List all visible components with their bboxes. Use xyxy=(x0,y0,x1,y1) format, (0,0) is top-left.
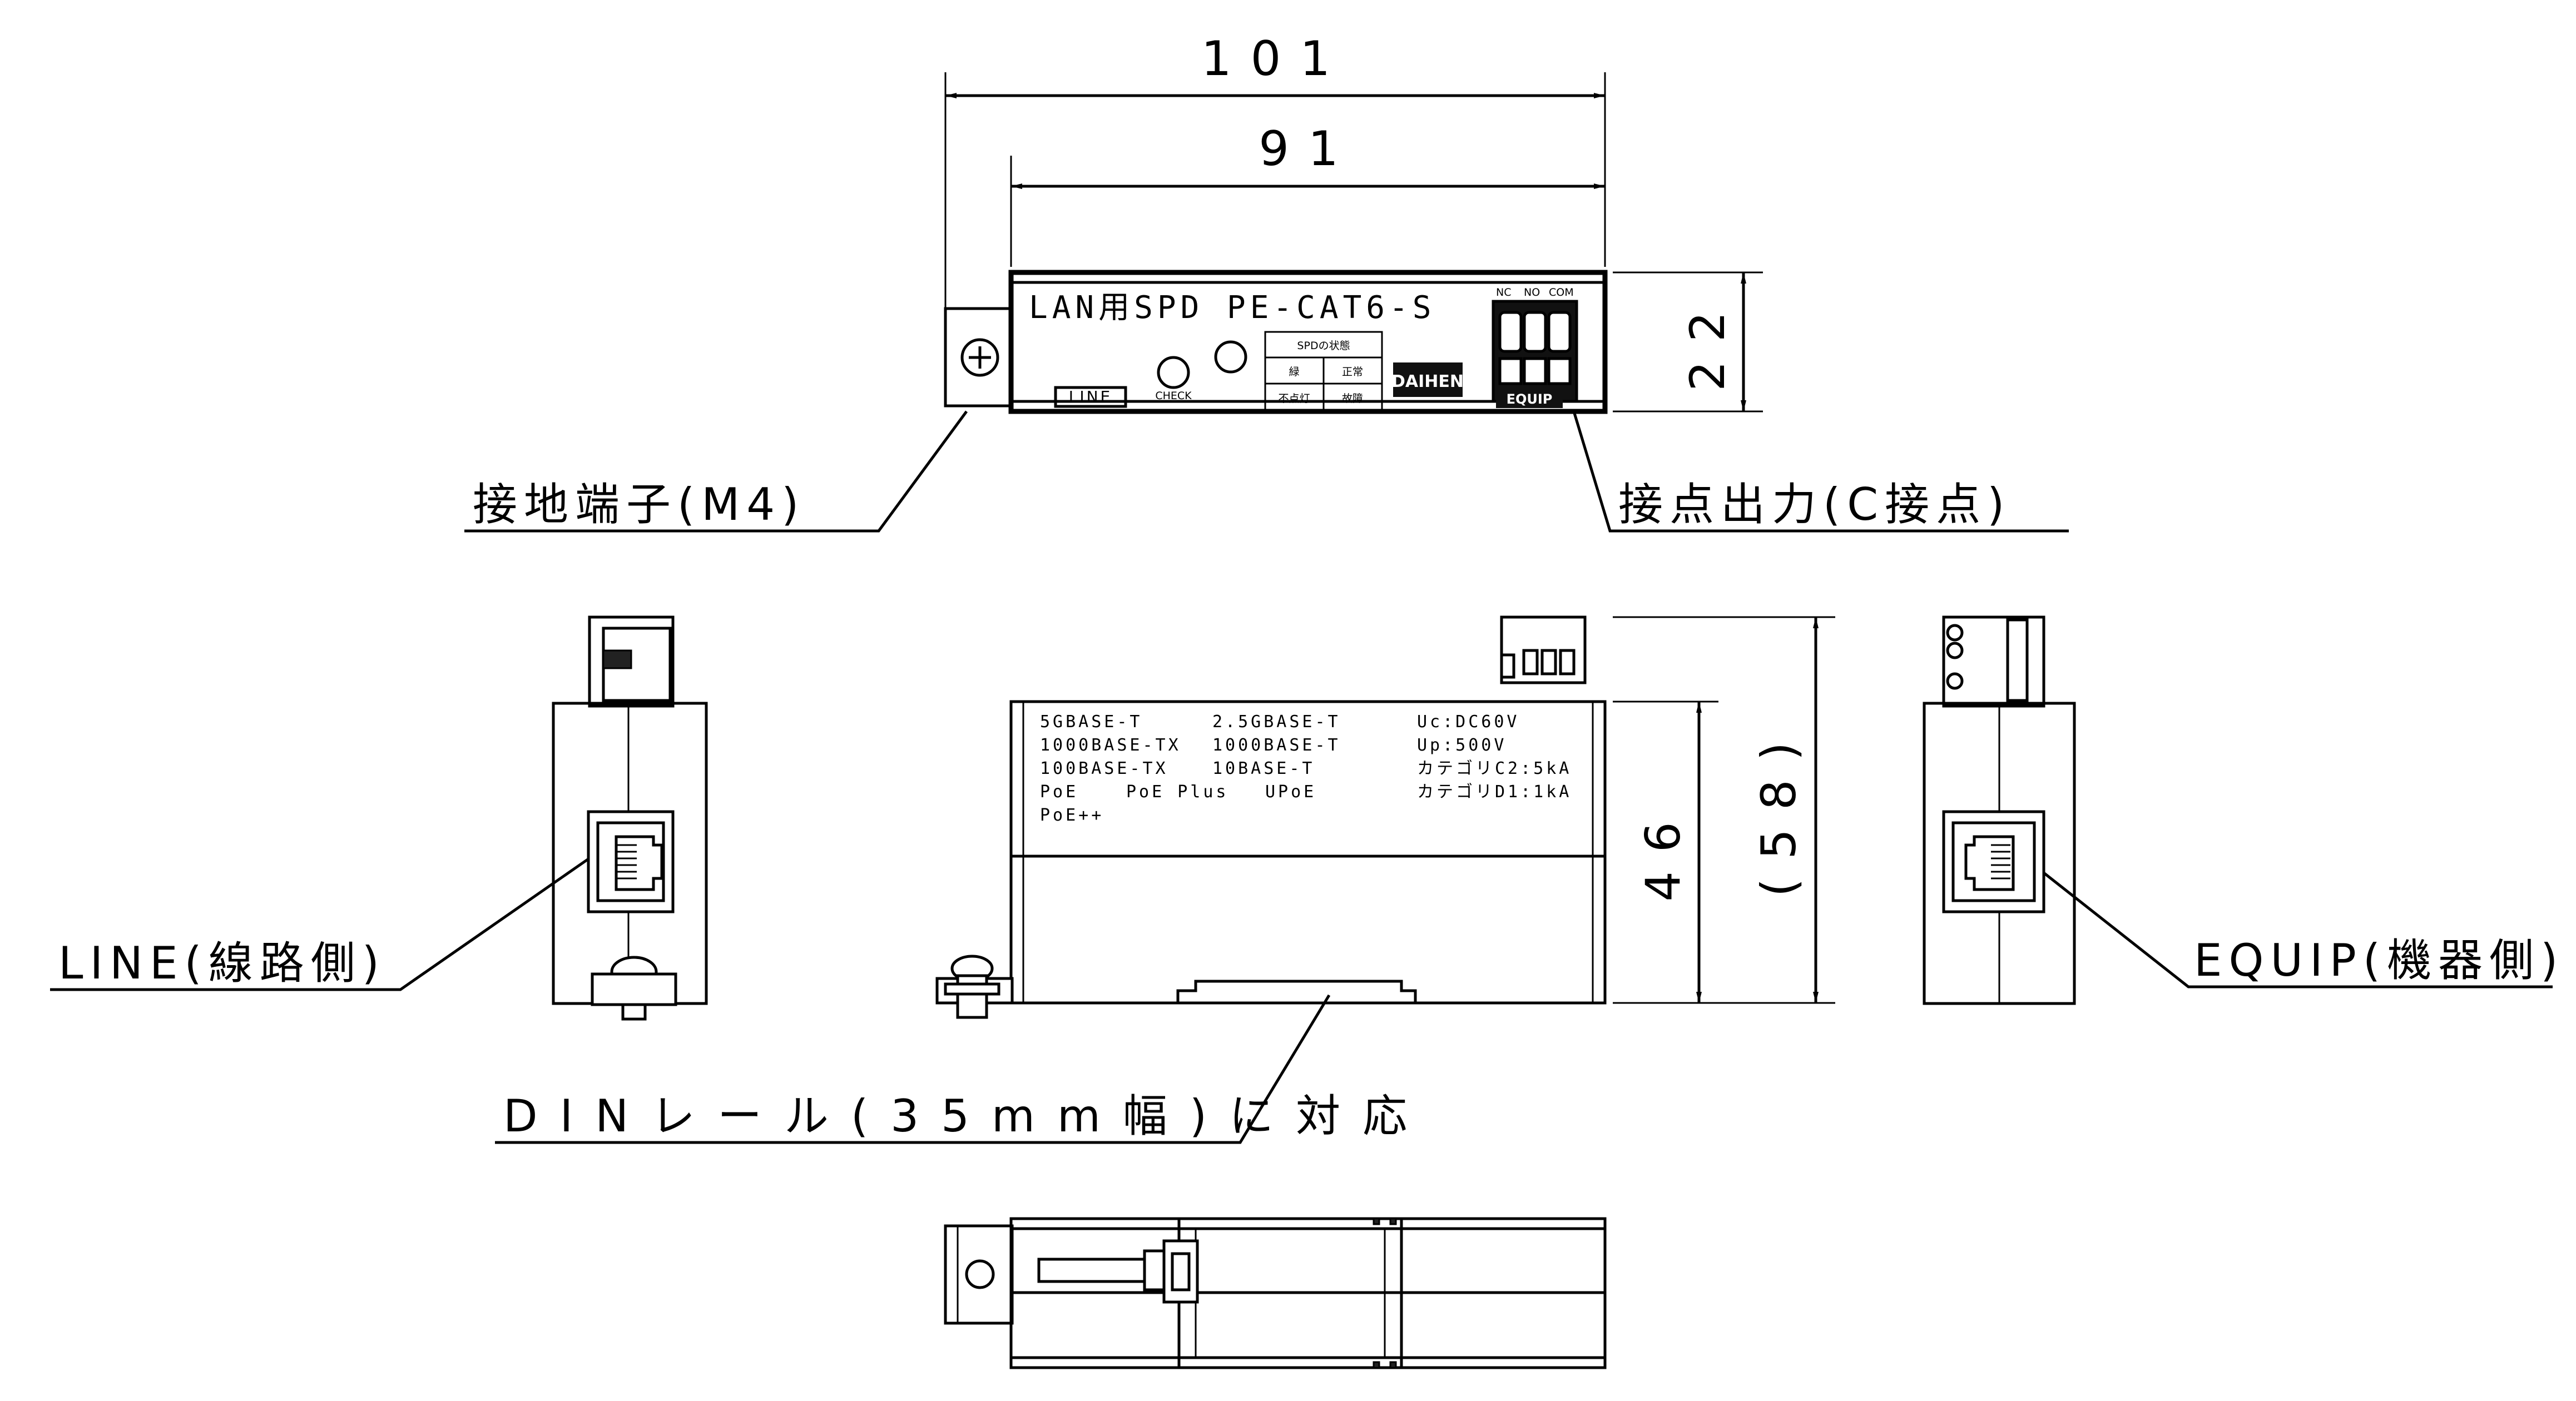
terminal-hole-2 xyxy=(1523,357,1547,385)
lan-port-line-pins xyxy=(617,844,637,880)
check-button xyxy=(1157,356,1190,389)
contact-terminal-block: NC NO COM EQUIP xyxy=(1492,286,1578,408)
center-ground-screw xyxy=(956,974,988,1019)
callout-equip-side: EQUIP(機器側) xyxy=(2194,935,2564,986)
status-fault: 故障 xyxy=(1342,393,1363,405)
product-name: LAN用SPD PE-CAT6-S xyxy=(1029,290,1435,326)
equip-label-box xyxy=(1496,389,1563,408)
center-terminal-clip xyxy=(1500,653,1515,679)
lan-port-line-socket xyxy=(615,835,663,891)
dim-46: 46 xyxy=(1636,803,1691,901)
lan-port-line xyxy=(587,810,675,913)
leader-din-rail xyxy=(495,994,1331,1144)
status-normal: 正常 xyxy=(1342,366,1363,378)
spec-poe: PoE xyxy=(1040,782,1078,802)
leader-ground xyxy=(464,410,968,533)
bottom-ground-tab xyxy=(944,1224,1014,1325)
left-side-view: LINE(線路側) xyxy=(50,615,708,1021)
line-label: LINE xyxy=(1069,387,1113,406)
center-body xyxy=(1009,700,1607,1005)
leader-contact xyxy=(1572,411,2069,533)
lan-port-equip-inner xyxy=(1951,821,2036,902)
dim-91: 91 xyxy=(1259,121,1357,177)
lan-port-line-inner xyxy=(596,821,665,902)
bottom-ground-hole xyxy=(965,1259,995,1289)
spec-poe-plusplus: PoE++ xyxy=(1040,806,1104,825)
spec-uc: Uc:DC60V xyxy=(1417,712,1520,732)
terminal-slot-2 xyxy=(1523,311,1547,353)
terminal-hole-3 xyxy=(1547,357,1572,385)
bottom-view xyxy=(944,1217,1607,1369)
spec-10base-t: 10BASE-T xyxy=(1212,759,1315,778)
center-terminal-slot-2 xyxy=(1540,649,1557,675)
din-rail-slot xyxy=(1176,980,1417,1003)
status-green: 緑 xyxy=(1289,366,1299,378)
center-side-view: 5GBASE-T 2.5GBASE-T 1000BASE-TX 1000BASE… xyxy=(495,615,1835,1144)
daihen-logo-text: DAIHEN xyxy=(1391,372,1464,391)
bottom-mark-1 xyxy=(1373,1218,1380,1225)
bottom-mark-3 xyxy=(1373,1361,1380,1369)
spec-category-d1: カテゴリD1:1kA xyxy=(1417,782,1572,802)
spec-upoe: UPoE xyxy=(1265,782,1316,802)
spec-1000base-t: 1000BASE-T xyxy=(1212,736,1341,755)
status-table: SPDの状態 緑 正常 不点灯 故障 xyxy=(1264,331,1383,413)
lan-port-equip xyxy=(1942,810,2045,913)
bottom-latch-slot xyxy=(1171,1252,1191,1291)
terminal-slot-3 xyxy=(1547,311,1572,353)
left-tab-slot xyxy=(602,649,632,669)
bottom-mark-2 xyxy=(1389,1218,1397,1225)
center-terminal-slot-1 xyxy=(1522,649,1539,675)
spec-1000base-tx: 1000BASE-TX xyxy=(1040,736,1181,755)
dim-101: 101 xyxy=(1201,31,1349,87)
bottom-mark-4 xyxy=(1389,1361,1397,1369)
callout-line-side: LINE(線路側) xyxy=(58,937,386,989)
check-label: CHECK xyxy=(1155,390,1192,402)
spec-100base-tx: 100BASE-TX xyxy=(1040,759,1168,778)
bottom-latch xyxy=(1037,1258,1146,1283)
lan-port-equip-pins xyxy=(1991,844,2010,880)
right-side-view: EQUIP(機器側) xyxy=(1923,615,2564,1005)
leader-line-side xyxy=(50,857,589,991)
terminal-slot-1 xyxy=(1498,311,1523,353)
bottom-latch-end xyxy=(1143,1249,1166,1291)
spec-2-5gbase: 2.5GBASE-T xyxy=(1212,712,1341,732)
ground-screw-icon xyxy=(960,338,999,377)
right-terminal-pin-2 xyxy=(1946,642,1964,659)
spec-up: Up:500V xyxy=(1417,736,1507,755)
spec-5gbase: 5GBASE-T xyxy=(1040,712,1143,732)
front-view: 101 91 LAN用SPD PE-CAT6-S LINE CHECK SPDの… xyxy=(464,31,2069,533)
terminal-nc: NC xyxy=(1496,286,1511,299)
status-title: SPDの状態 xyxy=(1297,340,1350,352)
right-terminal-side xyxy=(2006,618,2029,702)
terminal-hole-1 xyxy=(1498,357,1523,385)
callout-ground-terminal: 接地端子(M4) xyxy=(473,479,805,530)
left-ground-washer xyxy=(591,972,677,1006)
daihen-logo xyxy=(1393,362,1463,397)
center-terminal-slot-3 xyxy=(1559,649,1576,675)
spec-category-c2: カテゴリC2:5kA xyxy=(1417,759,1572,778)
right-terminal-pin-3 xyxy=(1946,672,1964,690)
line-label-box xyxy=(1054,386,1127,408)
terminal-com: COM xyxy=(1549,286,1574,299)
left-ground-screw-tip xyxy=(621,1003,647,1021)
status-led xyxy=(1214,340,1247,374)
terminal-no: NO xyxy=(1524,286,1540,299)
right-terminal-pin-1 xyxy=(1946,624,1964,642)
leader-equip-side xyxy=(2043,872,2553,988)
spec-poe-plus: PoE Plus xyxy=(1126,782,1229,802)
lan-port-equip-socket xyxy=(1964,835,2015,891)
dim-22: 22 xyxy=(1680,292,1736,391)
spec-label: 5GBASE-T 2.5GBASE-T 1000BASE-TX 1000BASE… xyxy=(1040,712,1572,825)
callout-contact-output: 接点出力(C接点) xyxy=(1618,479,2011,530)
dim-58: (58) xyxy=(1751,723,1807,897)
status-off: 不点灯 xyxy=(1278,393,1310,405)
equip-label: EQUIP xyxy=(1507,391,1553,407)
callout-din-rail: DINレール(35mm幅)に対応 xyxy=(503,1090,1429,1142)
center-ground-washer xyxy=(944,982,1000,996)
